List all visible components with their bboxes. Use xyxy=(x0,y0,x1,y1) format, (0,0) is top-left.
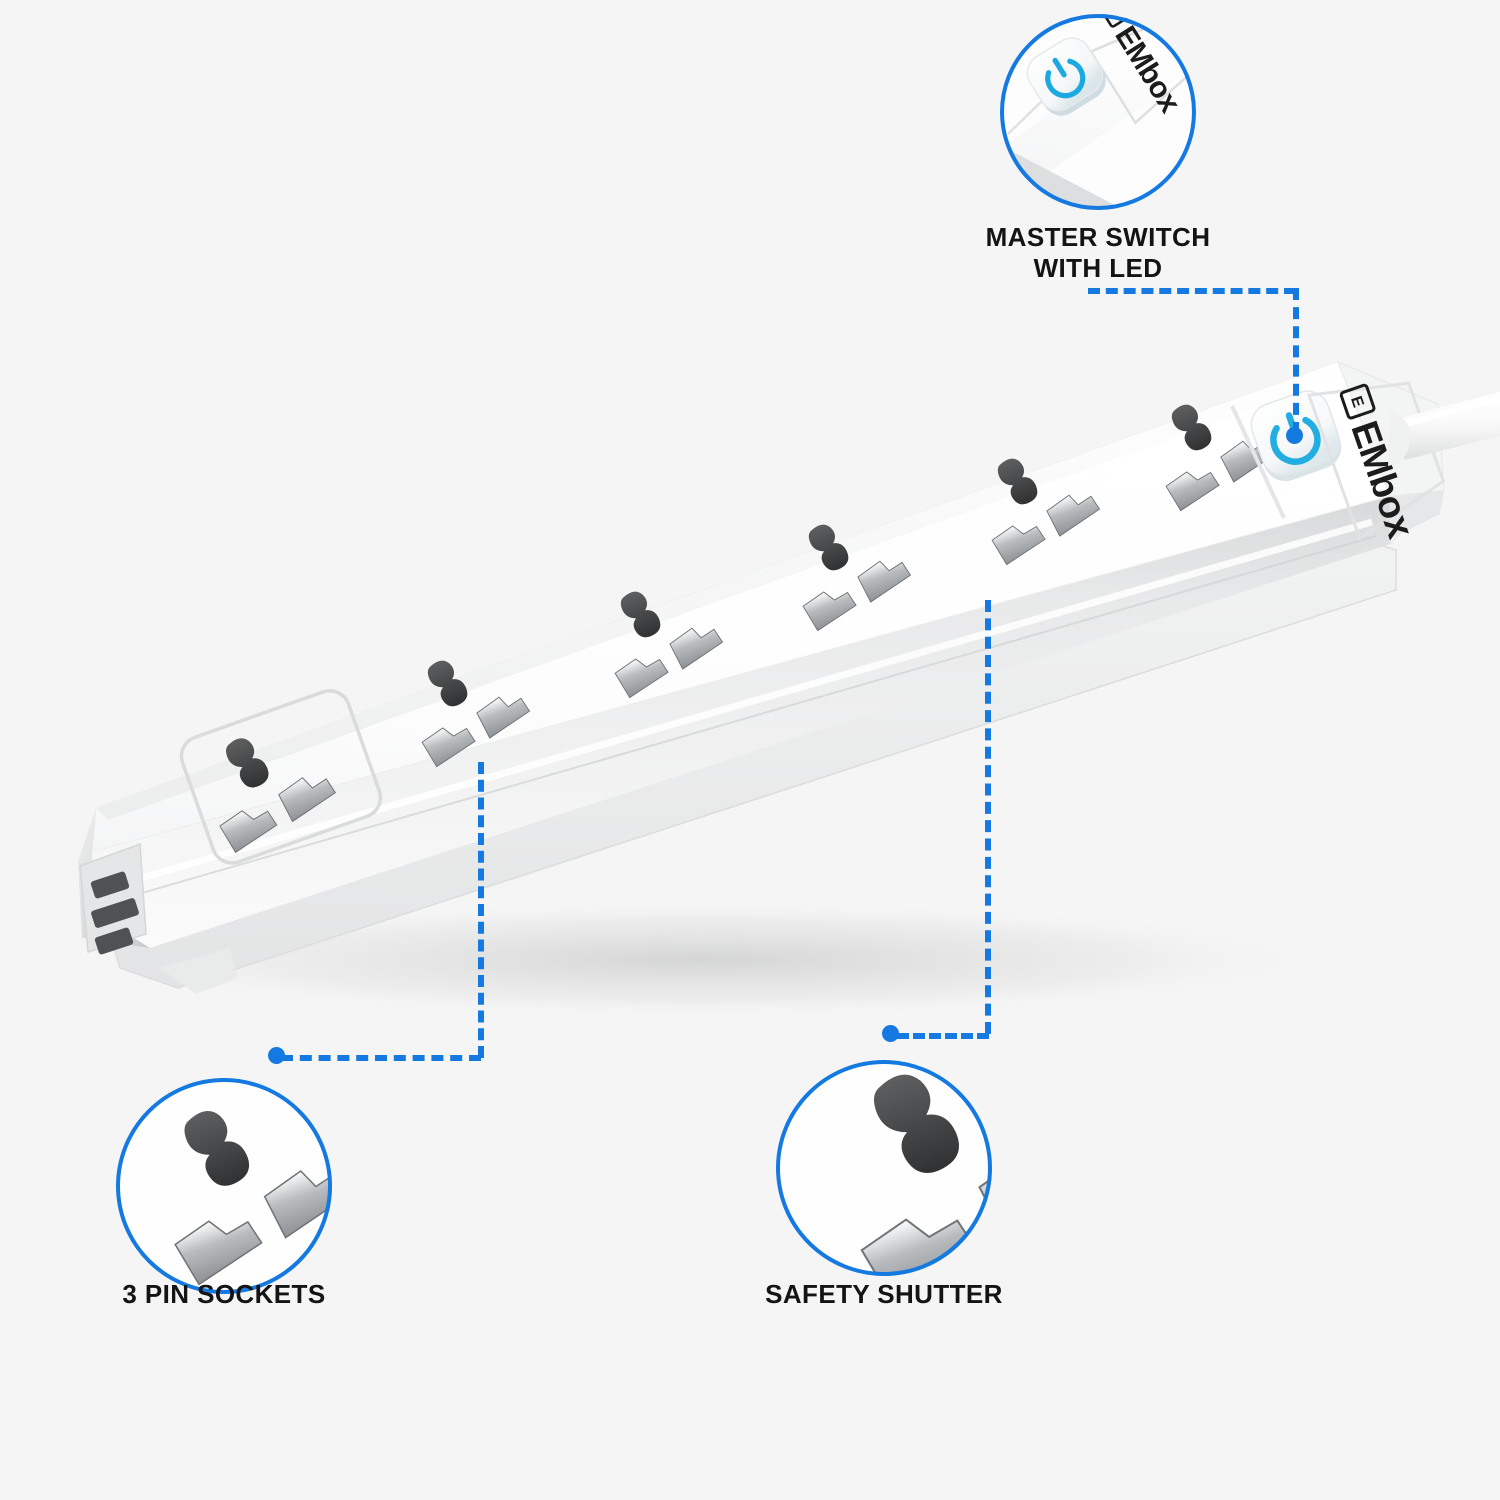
socket-frame xyxy=(179,689,383,865)
socket-live-hole xyxy=(1165,471,1220,512)
endcap-slot xyxy=(91,898,139,928)
socket-3[interactable] xyxy=(591,569,729,699)
strip-front-seam-2 xyxy=(103,535,1377,905)
zoom-brand-plate xyxy=(1089,14,1196,125)
connector-master-switch-vertical xyxy=(1293,288,1299,434)
power-cord-highlight xyxy=(1403,396,1500,427)
socket-live-hole xyxy=(219,810,278,854)
switch-zone-divider xyxy=(1230,405,1286,519)
socket-live-hole xyxy=(802,591,857,632)
connector-safety-shutter-vertical xyxy=(985,600,991,1034)
socket-4[interactable] xyxy=(779,502,917,632)
product-power-strip: E EMbox xyxy=(78,361,1500,1018)
strip-top-bevel xyxy=(96,362,1352,820)
strip-front-face xyxy=(92,481,1390,948)
cord-strain-relief xyxy=(1388,412,1411,466)
connector-three-pin-dot xyxy=(268,1047,285,1064)
socket-neutral-hole xyxy=(476,696,531,739)
connector-master-switch-dot xyxy=(1286,427,1303,444)
connector-three-pin-horizontal xyxy=(281,1055,481,1061)
zoom-power-button xyxy=(1026,37,1106,116)
socket-neutral-hole xyxy=(857,560,912,603)
zoom-strip-top xyxy=(1000,14,1196,207)
callout-safety-shutter-circle xyxy=(776,1060,992,1276)
brand-plate xyxy=(1306,381,1446,541)
power-cord xyxy=(1400,392,1500,460)
endcap-slot xyxy=(90,871,130,899)
connector-master-switch-horizontal xyxy=(1088,288,1296,294)
endcap-slot xyxy=(94,927,134,955)
connector-safety-shutter-dot xyxy=(882,1025,899,1042)
endcap-slots-group xyxy=(90,871,139,955)
strip-foot xyxy=(160,948,238,994)
power-icon xyxy=(1045,57,1086,99)
strip-right-endcap-lip xyxy=(1390,490,1444,538)
socket-earth-hole xyxy=(225,738,269,788)
callout-three-pin-label: 3 PIN SOCKETS xyxy=(122,1279,326,1309)
socket-earth-hole xyxy=(184,1111,249,1186)
socket-neutral-hole xyxy=(669,627,724,670)
socket-1[interactable] xyxy=(176,685,386,868)
socket-earth-hole xyxy=(620,591,661,638)
socket-earth-hole xyxy=(808,524,849,571)
connector-three-pin-vertical xyxy=(478,762,484,1058)
strip-left-endcap xyxy=(78,808,150,948)
socket-live-hole xyxy=(860,1218,977,1276)
socket-earth-hole xyxy=(997,458,1038,505)
socket-neutral-hole xyxy=(278,777,337,823)
socket-neutral-hole xyxy=(1046,494,1101,537)
socket-5[interactable] xyxy=(968,436,1106,566)
socket-earth-hole xyxy=(427,660,468,707)
socket-2[interactable] xyxy=(398,638,536,768)
socket-live-hole xyxy=(614,658,669,699)
socket-live-hole xyxy=(421,727,476,768)
callout-safety-shutter-label: SAFETY SHUTTER xyxy=(765,1279,1003,1309)
callout-three-pin-circle xyxy=(116,1078,332,1294)
connector-safety-shutter-horizontal xyxy=(897,1033,989,1039)
brand-mark-box xyxy=(1339,383,1376,420)
socket-live-hole xyxy=(174,1220,263,1286)
socket-live-hole xyxy=(991,525,1046,566)
product-shadow xyxy=(80,902,1320,1018)
strip-front-seam xyxy=(99,518,1373,894)
socket-earth-hole xyxy=(1171,404,1212,451)
callout-master-switch-label: MASTER SWITCH WITH LED xyxy=(985,222,1211,283)
socket-earth-hole xyxy=(873,1074,959,1174)
callout-master-switch-circle: E EMbox xyxy=(1000,14,1196,210)
